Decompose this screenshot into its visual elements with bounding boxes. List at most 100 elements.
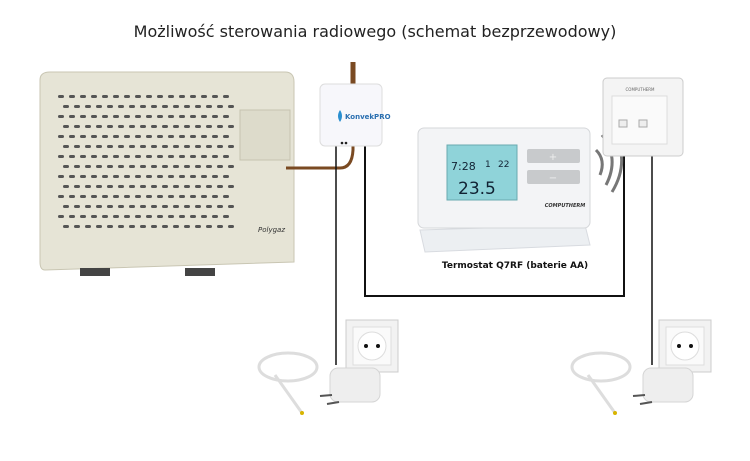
grille-slot — [74, 145, 80, 148]
grille-slot — [184, 225, 190, 228]
grille-slot — [140, 205, 146, 208]
grille-slot — [179, 135, 185, 138]
grille-slot — [107, 145, 113, 148]
grille-slot — [162, 225, 168, 228]
grille-slot — [63, 165, 69, 168]
grille-slot — [173, 185, 179, 188]
grille-slot — [91, 135, 97, 138]
grille-slot — [58, 95, 64, 98]
grille-slot — [201, 95, 207, 98]
grille-slot — [162, 165, 168, 168]
grille-slot — [58, 135, 64, 138]
grille-slot — [140, 125, 146, 128]
grille-slot — [96, 225, 102, 228]
grille-slot — [58, 115, 64, 118]
grille-slot — [74, 105, 80, 108]
grille-slot — [102, 175, 108, 178]
grille-slot — [58, 215, 64, 218]
receiver-logo: KonvekPRO — [345, 113, 391, 121]
grille-slot — [85, 165, 91, 168]
minus-label: − — [549, 173, 557, 184]
grille-slot — [102, 215, 108, 218]
grille-slot — [195, 145, 201, 148]
grille-slot — [74, 205, 80, 208]
grille-slot — [173, 125, 179, 128]
grille-slot — [91, 115, 97, 118]
grille-slot — [151, 185, 157, 188]
grille-slot — [91, 155, 97, 158]
grille-slot — [80, 195, 86, 198]
grille-slot — [228, 225, 234, 228]
diagram-title: Możliwość sterowania radiowego (schemat … — [133, 22, 617, 41]
grille-slot — [63, 145, 69, 148]
grille-slot — [206, 225, 212, 228]
grille-slot — [85, 105, 91, 108]
charger-cable — [257, 351, 319, 383]
grille-slot — [173, 205, 179, 208]
grille-slot — [228, 105, 234, 108]
grille-slot — [129, 165, 135, 168]
grille-slot — [151, 225, 157, 228]
grille-slot — [162, 125, 168, 128]
grille-slot — [168, 135, 174, 138]
grille-slot — [190, 195, 196, 198]
charger-cable — [570, 351, 632, 383]
grille-slot — [91, 95, 97, 98]
grille-slot — [80, 115, 86, 118]
grille-slot — [96, 205, 102, 208]
grille-slot — [107, 125, 113, 128]
grille-slot — [151, 205, 157, 208]
grille-slot — [74, 165, 80, 168]
q7rf-thermostat: 7:28 1 22 23.5 + − COMPUTHERM — [417, 127, 591, 253]
lcd-time: 7:28 — [451, 160, 476, 173]
grille-slot — [58, 155, 64, 158]
power-socket-right — [570, 319, 712, 415]
grille-slot — [146, 215, 152, 218]
grille-slot — [162, 185, 168, 188]
grille-slot — [212, 155, 218, 158]
power-adapter — [642, 367, 694, 403]
grille-slot — [195, 105, 201, 108]
grille-slot — [107, 225, 113, 228]
grille-slot — [140, 225, 146, 228]
grille-slot — [146, 115, 152, 118]
grille-slot — [102, 135, 108, 138]
grille-slot — [80, 155, 86, 158]
grille-slot — [129, 225, 135, 228]
grille-slot — [212, 195, 218, 198]
grille-slot — [157, 95, 163, 98]
grille-slot — [151, 125, 157, 128]
grille-slot — [74, 225, 80, 228]
grille-slot — [118, 105, 124, 108]
grille-slot — [146, 135, 152, 138]
grille-slot — [135, 215, 141, 218]
heater-cable — [286, 140, 355, 170]
grille-slot — [63, 205, 69, 208]
grille-slot — [228, 145, 234, 148]
grille-slot — [173, 105, 179, 108]
grille-slot — [124, 175, 130, 178]
grille-slot — [184, 145, 190, 148]
plus-label: + — [549, 152, 557, 163]
thermostat-brand: COMPUTHERM — [545, 203, 585, 209]
grille-slot — [190, 175, 196, 178]
grille-slot — [195, 125, 201, 128]
grille-slot — [223, 135, 229, 138]
grille-slot — [206, 165, 212, 168]
grille-slot — [228, 125, 234, 128]
grille-slot — [74, 125, 80, 128]
grille-slot — [69, 175, 75, 178]
grille-slot — [69, 215, 75, 218]
grille-slot — [124, 215, 130, 218]
plus-button — [527, 149, 580, 163]
grille-slot — [129, 205, 135, 208]
grille-slot — [102, 195, 108, 198]
grille-slot — [201, 195, 207, 198]
convector-heater: Polygaz — [39, 71, 295, 276]
grille-slot — [223, 155, 229, 158]
grille-slot — [80, 215, 86, 218]
grille-slot — [146, 95, 152, 98]
grille-slot — [168, 115, 174, 118]
grille-slot — [195, 205, 201, 208]
grille-slot — [173, 225, 179, 228]
